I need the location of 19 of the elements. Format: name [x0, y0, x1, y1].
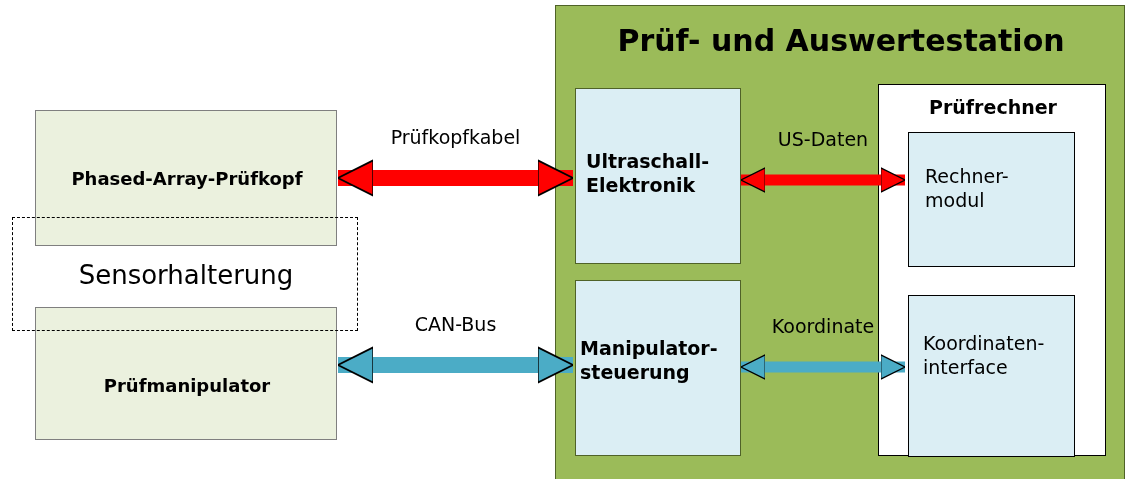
node-label: Koordinaten-interface	[923, 331, 1046, 380]
node-label: Sensorhalterung	[77, 258, 295, 292]
probe-box	[35, 110, 337, 246]
edge-label: Koordinate	[770, 315, 876, 337]
node-label: Prüfrechner	[928, 95, 1058, 121]
controller-box	[575, 280, 741, 456]
node-label: Manipulator-steuerung	[580, 336, 719, 385]
node-label: Ultraschall-Elektronik	[586, 149, 711, 198]
node-label: Phased-Array-Prüfkopf	[70, 166, 304, 191]
station-panel	[555, 5, 1125, 479]
node-label: Prüfmanipulator	[102, 374, 272, 399]
manipulator-box	[35, 307, 337, 440]
electronics-box	[575, 88, 741, 264]
computer-panel	[878, 84, 1106, 456]
node-label: Rechner-modul	[925, 164, 1010, 213]
coordinate-interface-box	[908, 295, 1075, 457]
computer-module-box	[908, 132, 1075, 267]
edge-label: US-Daten	[776, 128, 870, 150]
node-label: Prüf- und Auswertestation	[616, 22, 1066, 61]
